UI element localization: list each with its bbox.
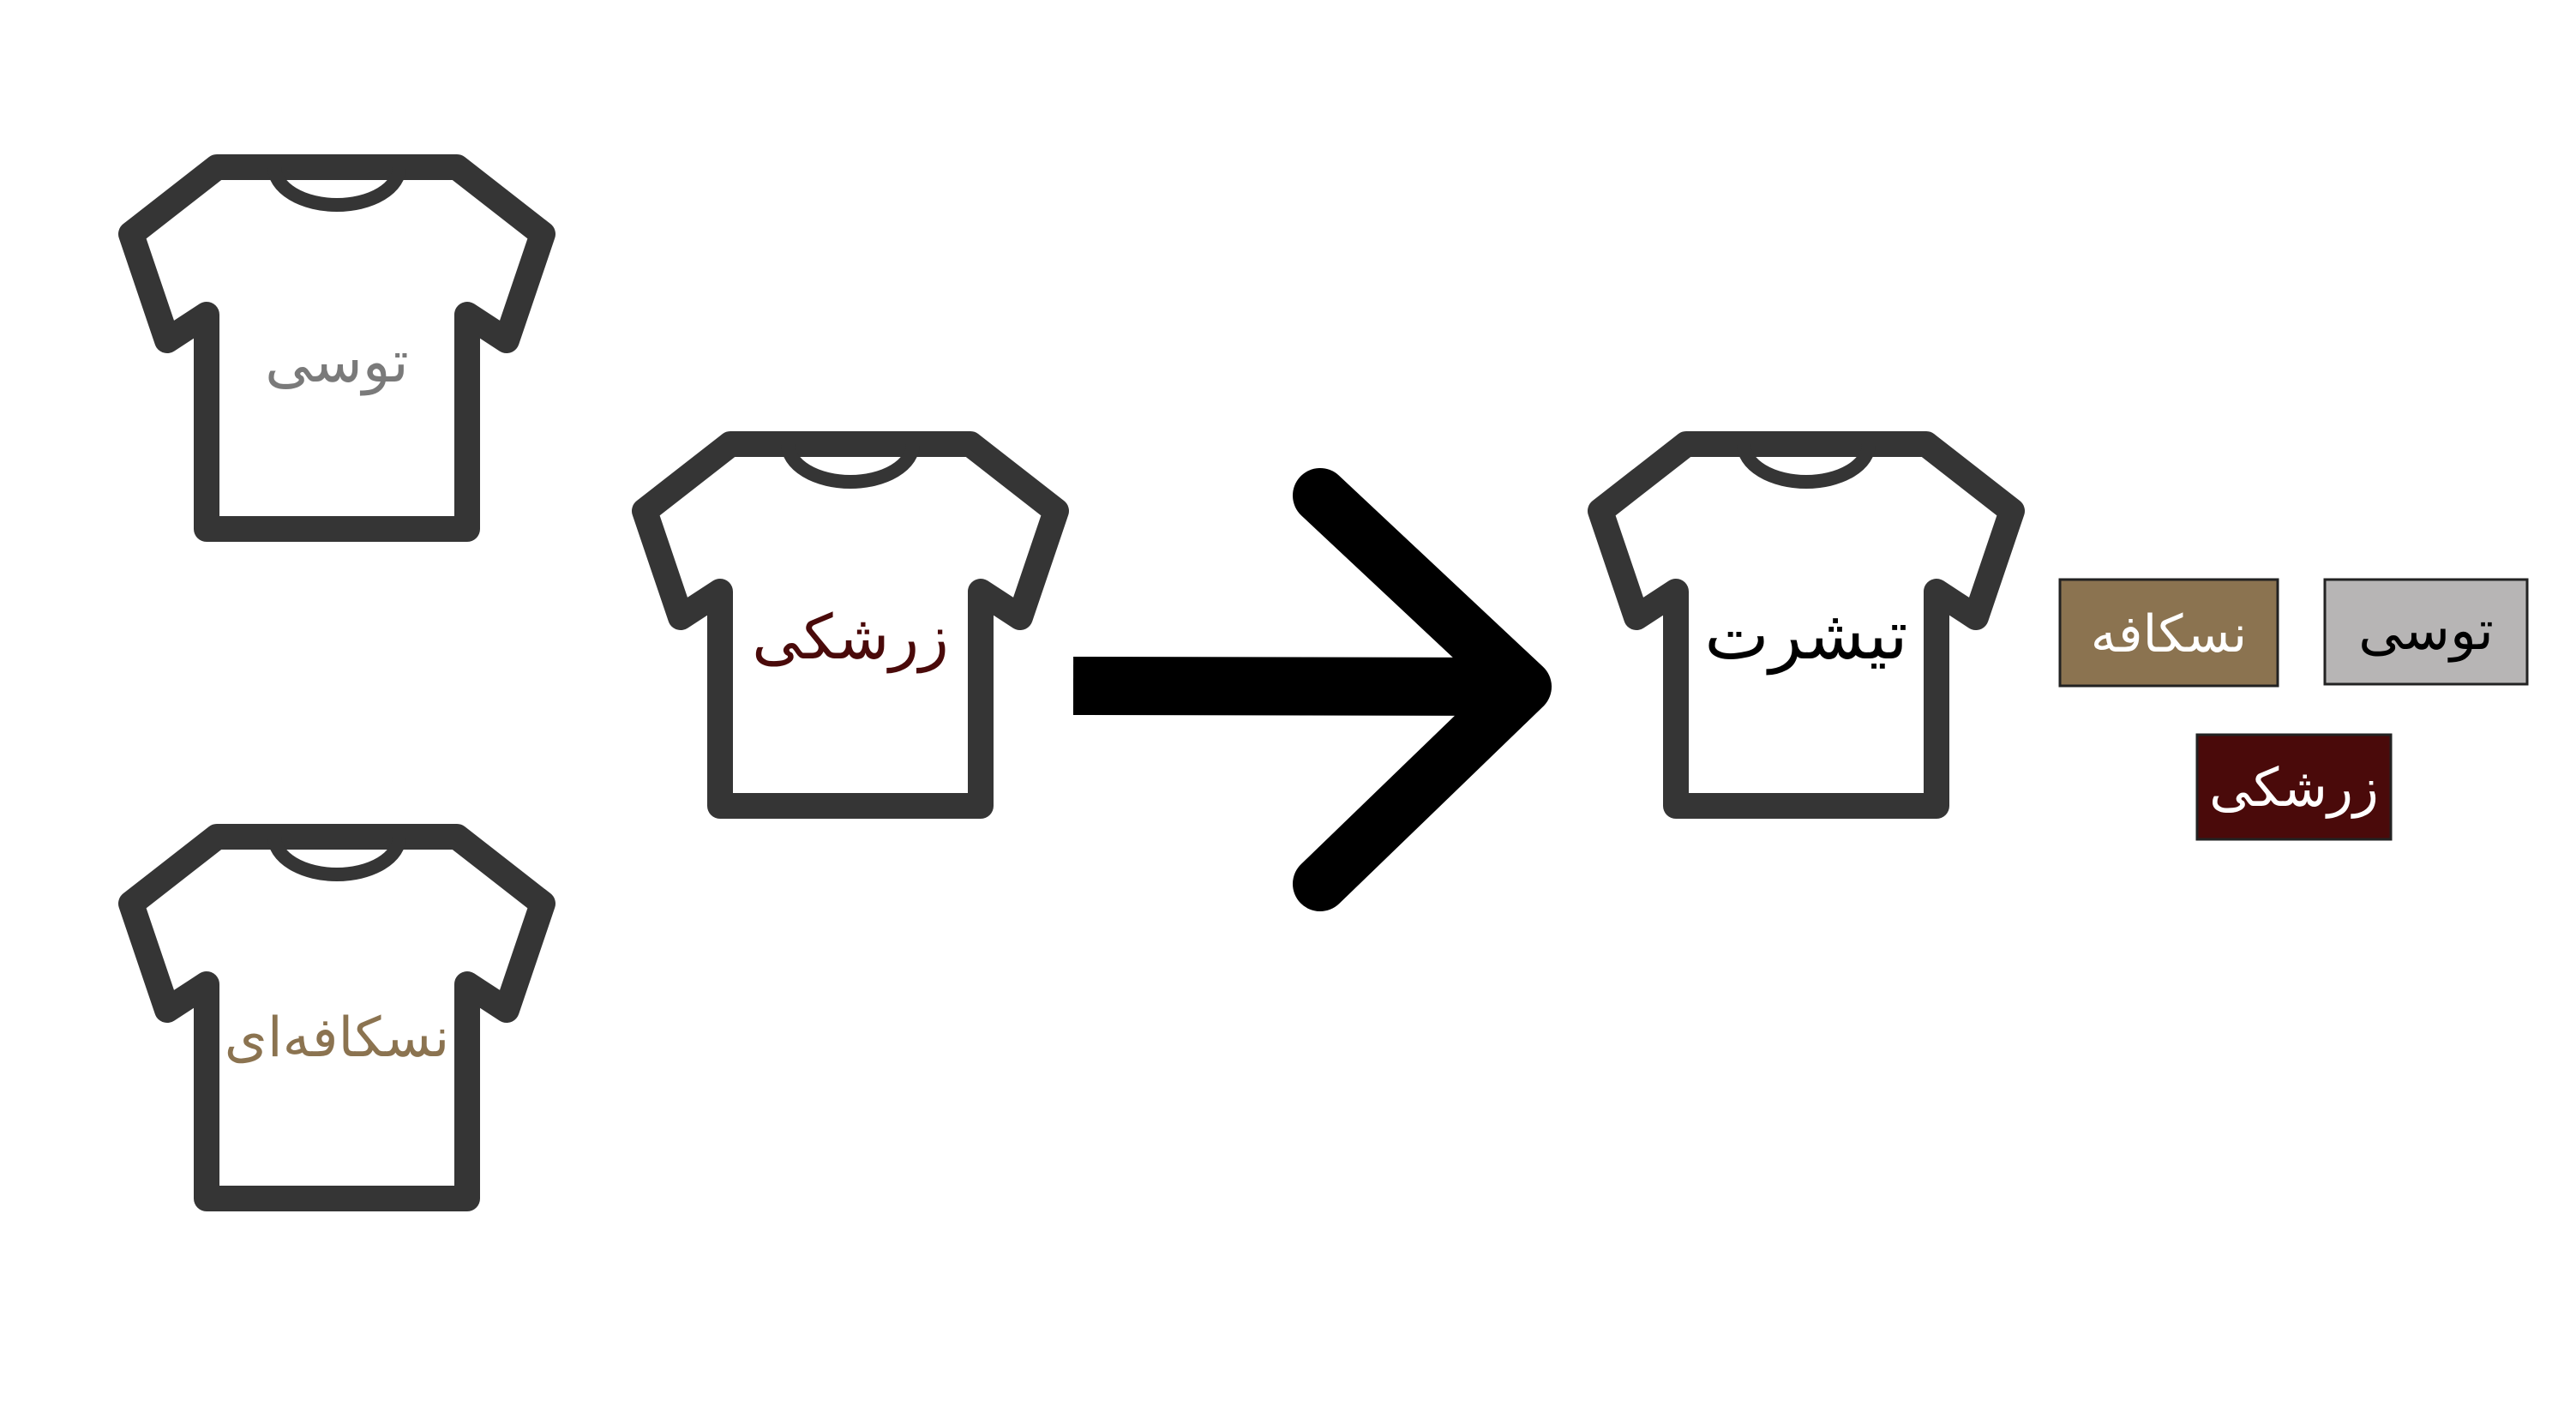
tshirt-icon: تیشرت (1600, 444, 2012, 806)
swatch-label-maroon: زرشکی (2209, 756, 2379, 819)
shirt-label-grey: توسی (265, 328, 409, 396)
color-swatch-nescafe: نسکافه (2058, 578, 2279, 688)
swatch-label-nescafe: نسکافه (2091, 604, 2248, 664)
shirt-label-maroon: زرشکی (752, 601, 949, 674)
color-swatch-grey: توسی (2323, 578, 2529, 686)
shirt-label-tshirt: تیشرت (1704, 595, 1907, 676)
tshirt-icon: توسی (131, 167, 543, 529)
tshirt-icon: زرشکی (645, 444, 1056, 806)
shirt-label-nescafe: نسکافه‌ای (225, 1006, 450, 1070)
arrow-right-icon (1072, 468, 1552, 911)
swatch-label-grey: توسی (2358, 599, 2494, 663)
color-swatch-maroon: زرشکی (2195, 733, 2393, 841)
tshirt-icon: نسکافه‌ای (131, 837, 543, 1199)
